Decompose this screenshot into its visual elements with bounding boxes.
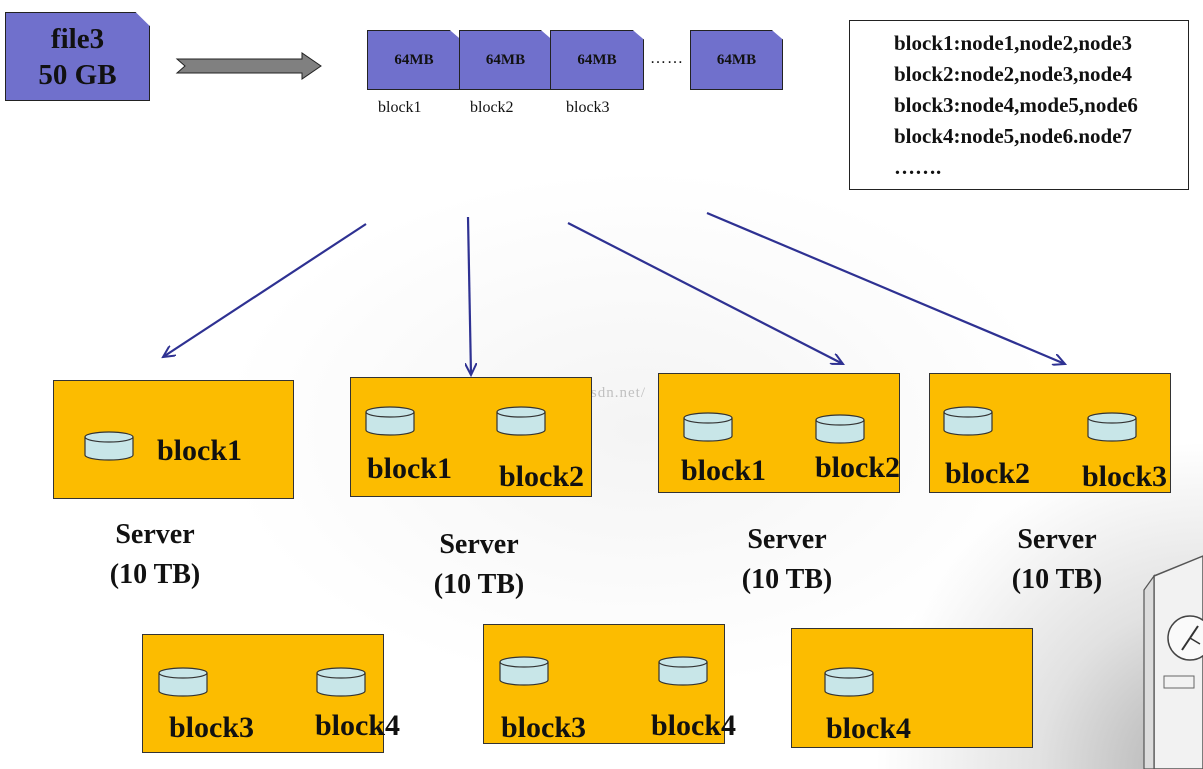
arrow-to-server-2: [468, 216, 471, 375]
metadata-line: block3:node4,mode5,node6: [894, 93, 1138, 117]
block-label-3: block3: [566, 99, 610, 116]
server-node-4: block2 block3: [929, 373, 1171, 493]
server-node-5: block3 block4: [142, 634, 400, 753]
server-block-label: block4: [826, 712, 912, 745]
server-block-label: block1: [681, 454, 767, 487]
server-caption-title: Server: [115, 519, 195, 550]
disk-icon: [943, 406, 993, 436]
blocks-ellipsis: ……: [650, 50, 684, 67]
server-caption-title: Server: [1017, 524, 1097, 555]
server-caption-title: Server: [439, 529, 519, 560]
server-node-6: block3 block4: [483, 624, 736, 744]
block-label-2: block2: [470, 99, 514, 116]
metadata-line: block1:node1,node2,node3: [894, 31, 1133, 55]
disk-icon: [496, 406, 546, 436]
clock-decoration-icon: [1143, 555, 1203, 769]
server-caption-capacity: (10 TB): [741, 564, 833, 595]
server-caption-3: Server (10 TB): [687, 520, 887, 600]
block-chunk-3: 64MB: [550, 30, 644, 90]
server-block-label: block2: [499, 460, 585, 493]
block-label-1: block1: [378, 99, 422, 116]
file-size: 50 GB: [38, 58, 117, 91]
disk-icon: [316, 667, 366, 697]
server-block-label: block2: [945, 457, 1031, 490]
server-block-label: block1: [157, 434, 243, 467]
server-block-label: block1: [367, 452, 453, 485]
server-block-label: block3: [169, 711, 255, 744]
disk-icon: [1087, 412, 1137, 442]
server-node-2: block1 block2: [350, 377, 592, 497]
server-block-label: block3: [501, 711, 587, 744]
disk-icon: [365, 406, 415, 436]
metadata-line: …….: [894, 155, 942, 179]
server-block-label: block4: [651, 709, 737, 742]
disk-icon: [815, 414, 865, 444]
server-caption-2: Server (10 TB): [379, 525, 579, 605]
block-size: 64MB: [716, 51, 757, 68]
arrow-to-server-1: [163, 223, 367, 357]
disk-icon: [158, 667, 208, 697]
server-block-label: block3: [1082, 460, 1168, 493]
block-chunk-1: 64MB: [367, 30, 461, 90]
server-caption-4: Server (10 TB): [957, 520, 1157, 600]
disk-icon: [84, 431, 134, 461]
server-caption-capacity: (10 TB): [109, 559, 201, 590]
server-caption-1: Server (10 TB): [55, 515, 255, 595]
block-size: 64MB: [485, 51, 526, 68]
server-caption-capacity: (10 TB): [433, 569, 525, 600]
disk-icon: [658, 656, 708, 686]
block-size: 64MB: [394, 51, 434, 68]
server-node-7: block4: [791, 628, 1033, 748]
disk-icon: [499, 656, 549, 686]
arrow-to-server-3: [567, 222, 843, 364]
server-caption-title: Server: [747, 524, 827, 555]
disk-icon: [824, 667, 874, 697]
metadata-line: block4:node5,node6.node7: [894, 124, 1133, 148]
arrow-to-server-4: [706, 211, 1065, 364]
server-caption-capacity: (10 TB): [1011, 564, 1103, 595]
server-block-label: block2: [815, 451, 901, 484]
block-size: 64MB: [577, 51, 617, 68]
server-node-3: block1 block2: [658, 373, 900, 493]
block-chunk-4: 64MB: [690, 30, 783, 90]
server-block-label: block4: [315, 709, 401, 742]
source-file: file3 50 GB: [5, 12, 150, 101]
metadata-line: block2:node2,node3,node4: [894, 62, 1133, 86]
file-name: file3: [50, 22, 105, 55]
block-chunk-2: 64MB: [459, 30, 552, 90]
server-node-1: block1: [53, 380, 294, 499]
disk-icon: [683, 412, 733, 442]
block-metadata-box: block1:node1,node2,node3 block2:node2,no…: [849, 20, 1189, 190]
split-arrow: [175, 52, 322, 80]
